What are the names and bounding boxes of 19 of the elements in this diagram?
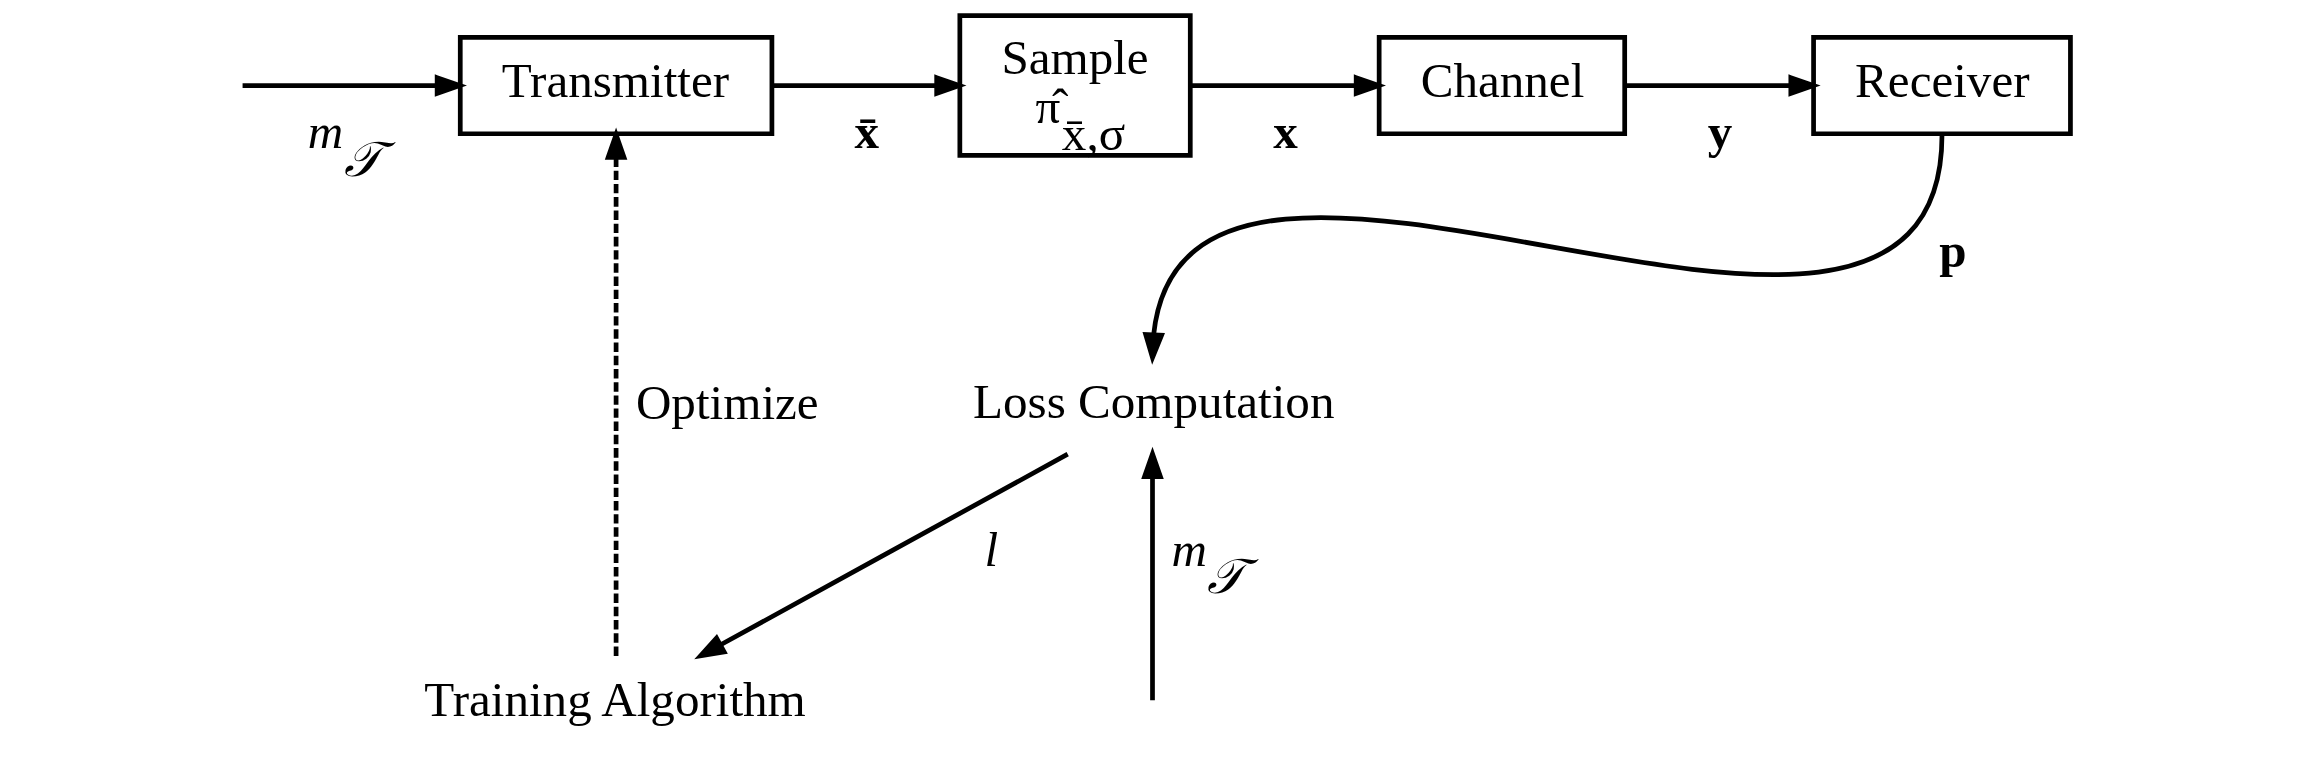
edge-label: x̄ — [854, 104, 879, 160]
arrow — [693, 452, 1069, 660]
edge-label: p — [1938, 223, 1966, 279]
arrow — [1190, 74, 1386, 97]
node-box: Receiver — [1810, 35, 2073, 137]
node-text: Training Algorithm — [423, 672, 806, 728]
arrow — [1624, 74, 1821, 97]
arrow — [771, 74, 966, 97]
node-box: Transmitter — [457, 35, 774, 137]
arrow — [242, 74, 467, 97]
arrow — [1142, 134, 1944, 365]
arrow — [604, 127, 627, 656]
node-box: Channel — [1376, 35, 1627, 137]
edge-label: x — [1272, 104, 1298, 160]
edge-label: y — [1707, 104, 1732, 160]
edge-label: l — [983, 521, 998, 577]
arrow — [1140, 446, 1164, 701]
edge-label: Optimize — [635, 374, 819, 430]
node-text: Loss Computation — [972, 373, 1334, 429]
